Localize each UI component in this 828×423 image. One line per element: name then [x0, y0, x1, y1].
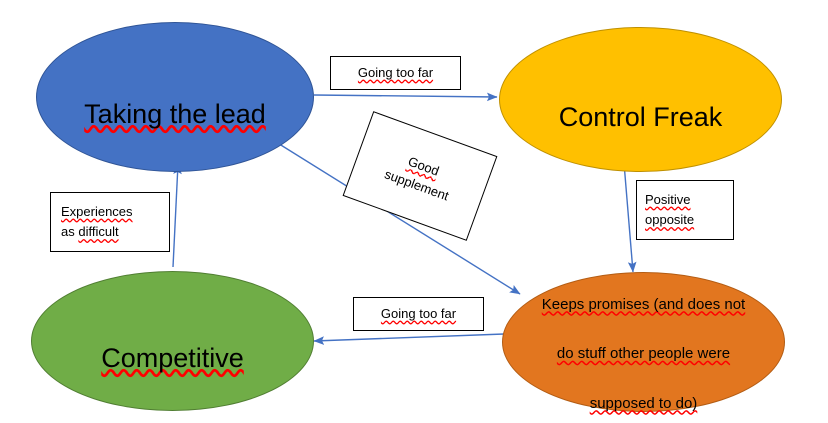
node-taking-the-lead-label: Taking the lead: [76, 62, 274, 131]
node-control-freak-label: Control Freak: [551, 65, 731, 134]
edge-label-experiences-as-difficult-line-2: as difficult: [61, 224, 119, 239]
arrow-competitive-to-lead: [172, 163, 182, 268]
node-competitive-label: Competitive: [93, 306, 252, 375]
node-keeps-promises-line-1: Keeps promises (and does not: [541, 295, 746, 313]
edge-label-positive-opposite-line-2: opposite: [645, 212, 695, 227]
difficult-word: difficult: [78, 224, 119, 239]
edge-label-experiences-as-difficult-line-1: Experiences: [61, 203, 133, 219]
node-keeps-promises[interactable]: Keeps promises (and does not do stuff ot…: [502, 272, 785, 412]
edge-label-going-too-far-top-text: Going too far: [357, 64, 434, 80]
arrow-lead-to-control: [313, 92, 498, 102]
edge-label-going-too-far-bottom-text: Going too far: [380, 305, 457, 321]
edge-label-good-supplement[interactable]: Good supplement: [342, 111, 498, 241]
node-taking-the-lead[interactable]: Taking the lead: [36, 22, 314, 172]
edge-label-experiences-as-difficult[interactable]: Experiences as difficult: [50, 192, 170, 252]
edge-label-positive-opposite[interactable]: Positive opposite: [636, 180, 734, 240]
node-taking-the-lead-text: Taking the lead: [84, 99, 266, 129]
node-competitive[interactable]: Competitive: [31, 271, 314, 411]
arrow-keeps-to-competitive: [313, 333, 505, 345]
node-control-freak-text: Control Freak: [558, 101, 723, 132]
arrow-control-to-keeps: [623, 162, 637, 273]
node-keeps-promises-line-3: supposed to do): [589, 394, 698, 412]
node-control-freak[interactable]: Control Freak: [499, 27, 782, 172]
edge-label-positive-opposite-line-1: Positive: [645, 191, 691, 207]
edge-label-going-too-far-top[interactable]: Going too far: [330, 56, 461, 90]
edge-label-going-too-far-bottom[interactable]: Going too far: [353, 297, 484, 331]
node-keeps-promises-label: Keeps promises (and does not do stuff ot…: [534, 268, 753, 417]
node-keeps-promises-line-2: do stuff other people were: [556, 345, 731, 362]
node-competitive-text: Competitive: [101, 343, 244, 373]
